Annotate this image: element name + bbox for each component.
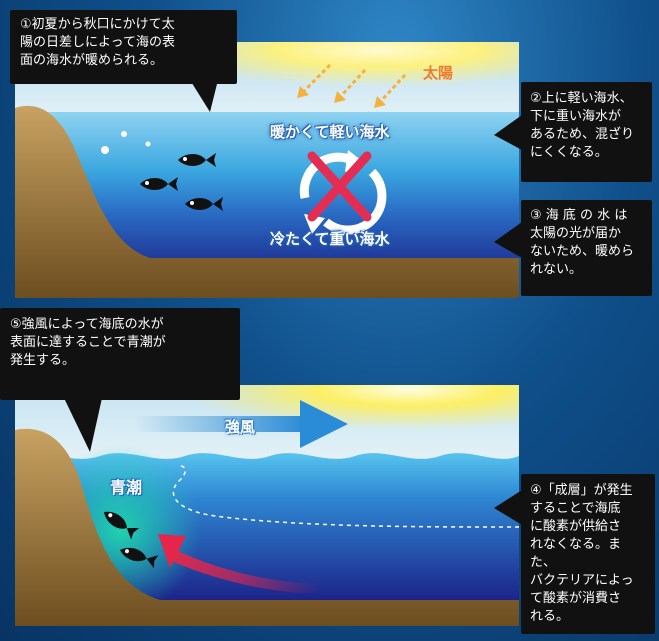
callout-2-line: ②上に軽い海水、 xyxy=(530,91,633,106)
fish-icon xyxy=(120,547,159,569)
callout-4-line: れなくなる。また、 xyxy=(530,537,622,570)
blue-tide-label: 青潮 xyxy=(110,478,143,497)
warm-water-label: 暖かくて軽い海水 xyxy=(270,123,390,141)
sun-label: 太陽 xyxy=(423,64,454,82)
callout-3-tail xyxy=(494,222,522,258)
no-mixing-cross-icon xyxy=(307,151,372,222)
callout-5-line: ⑤強風によって海底の水が xyxy=(10,317,164,332)
bubbles xyxy=(101,131,151,154)
callout-2-line: あるため、混ざり xyxy=(530,127,635,142)
wind-arrow xyxy=(135,400,348,448)
callout-4-line: ④「成層」が発生 xyxy=(530,483,633,498)
wind-label: 強風 xyxy=(225,418,256,436)
callout-4-tail xyxy=(494,490,522,525)
stratification-boundary xyxy=(172,465,520,528)
callout-4-line: することで海底 xyxy=(530,501,621,516)
callout-3: ③ 海 底 の 水 は 太陽の光が届か ないため、暖めら れない。 xyxy=(521,200,652,296)
callout-1-line: 陽の日差しによって海の表 xyxy=(20,35,175,50)
callout-1-tail xyxy=(190,80,218,112)
sun-ray-arrowheads xyxy=(297,86,386,108)
bottom-cliff xyxy=(15,428,519,626)
callout-4: ④「成層」が発生 することで海底 に酸素が供給さ れなくなる。また、 バクテリア… xyxy=(521,474,655,634)
callout-3-line: ないため、暖めら xyxy=(530,244,635,259)
callout-3-line: ③ 海 底 の 水 は xyxy=(530,208,628,223)
fish-icon xyxy=(140,177,178,191)
fish-icon xyxy=(178,153,216,167)
callout-5-tail xyxy=(64,398,102,452)
bottom-panel xyxy=(15,385,520,626)
callout-5: ⑤強風によって海底の水が 表面に達することで青潮が 発生する。 xyxy=(0,308,240,400)
callout-2-line: 下に重い海水が xyxy=(530,109,622,124)
fish-icon xyxy=(104,511,140,540)
sun-ray-arrows xyxy=(301,63,407,104)
top-cliff xyxy=(15,105,519,298)
top-panel xyxy=(15,42,519,298)
callout-4-line: に酸素が供給さ xyxy=(530,519,622,534)
callout-3-line: 太陽の光が届か xyxy=(530,226,622,241)
callout-4-line: バクテリアによっ xyxy=(530,573,634,588)
callout-1-line: 面の海水が暖められる。 xyxy=(20,53,164,68)
callout-2: ②上に軽い海水、 下に重い海水が あるため、混ざり にくくなる。 xyxy=(521,82,652,182)
callout-4-line: て酸素が消費さ xyxy=(530,591,622,606)
callout-5-line: 発生する。 xyxy=(10,353,76,368)
callout-5-line: 表面に達することで青潮が xyxy=(10,335,166,350)
callout-1-line: ①初夏から秋口にかけて太 xyxy=(20,17,175,32)
callout-3-line: れない。 xyxy=(530,262,583,277)
callout-4-line: れる。 xyxy=(530,609,570,624)
upwelling-current-arrow xyxy=(158,534,320,594)
callout-2-tail xyxy=(494,115,522,150)
callout-2-line: にくくなる。 xyxy=(530,145,608,160)
fish-icon xyxy=(185,197,223,211)
callout-1: ①初夏から秋口にかけて太 陽の日差しによって海の表 面の海水が暖められる。 xyxy=(10,10,237,84)
cold-water-label: 冷たくて重い海水 xyxy=(270,230,390,248)
